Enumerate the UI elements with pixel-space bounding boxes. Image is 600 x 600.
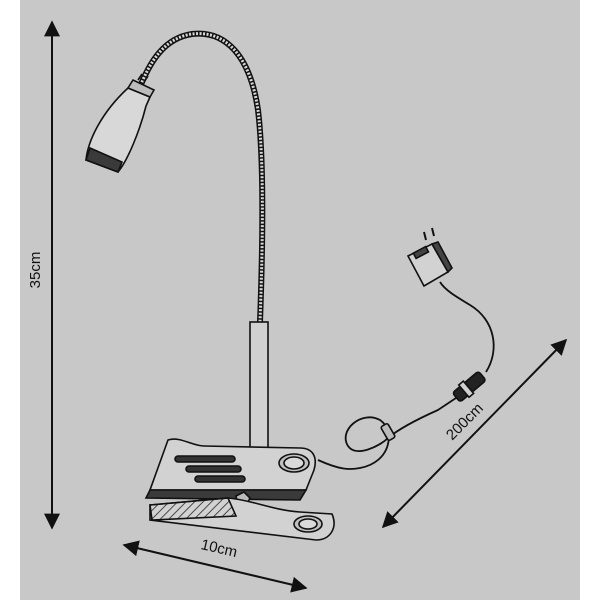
power-adapter-icon	[406, 227, 453, 288]
width-arrow	[122, 540, 308, 593]
cable-dimension: 200cm	[381, 338, 568, 529]
cable-label: 200cm	[443, 400, 487, 444]
height-dimension: 35cm	[27, 20, 60, 530]
cable-connector	[452, 371, 486, 402]
width-label: 10cm	[199, 536, 239, 561]
height-label: 35cm	[27, 252, 44, 289]
cable-arrow	[381, 338, 568, 529]
clip-upper-plate	[148, 438, 316, 491]
clip-lamp-icon	[84, 30, 495, 541]
lamp-stem	[249, 321, 269, 451]
width-dimension: 10cm	[122, 536, 308, 593]
